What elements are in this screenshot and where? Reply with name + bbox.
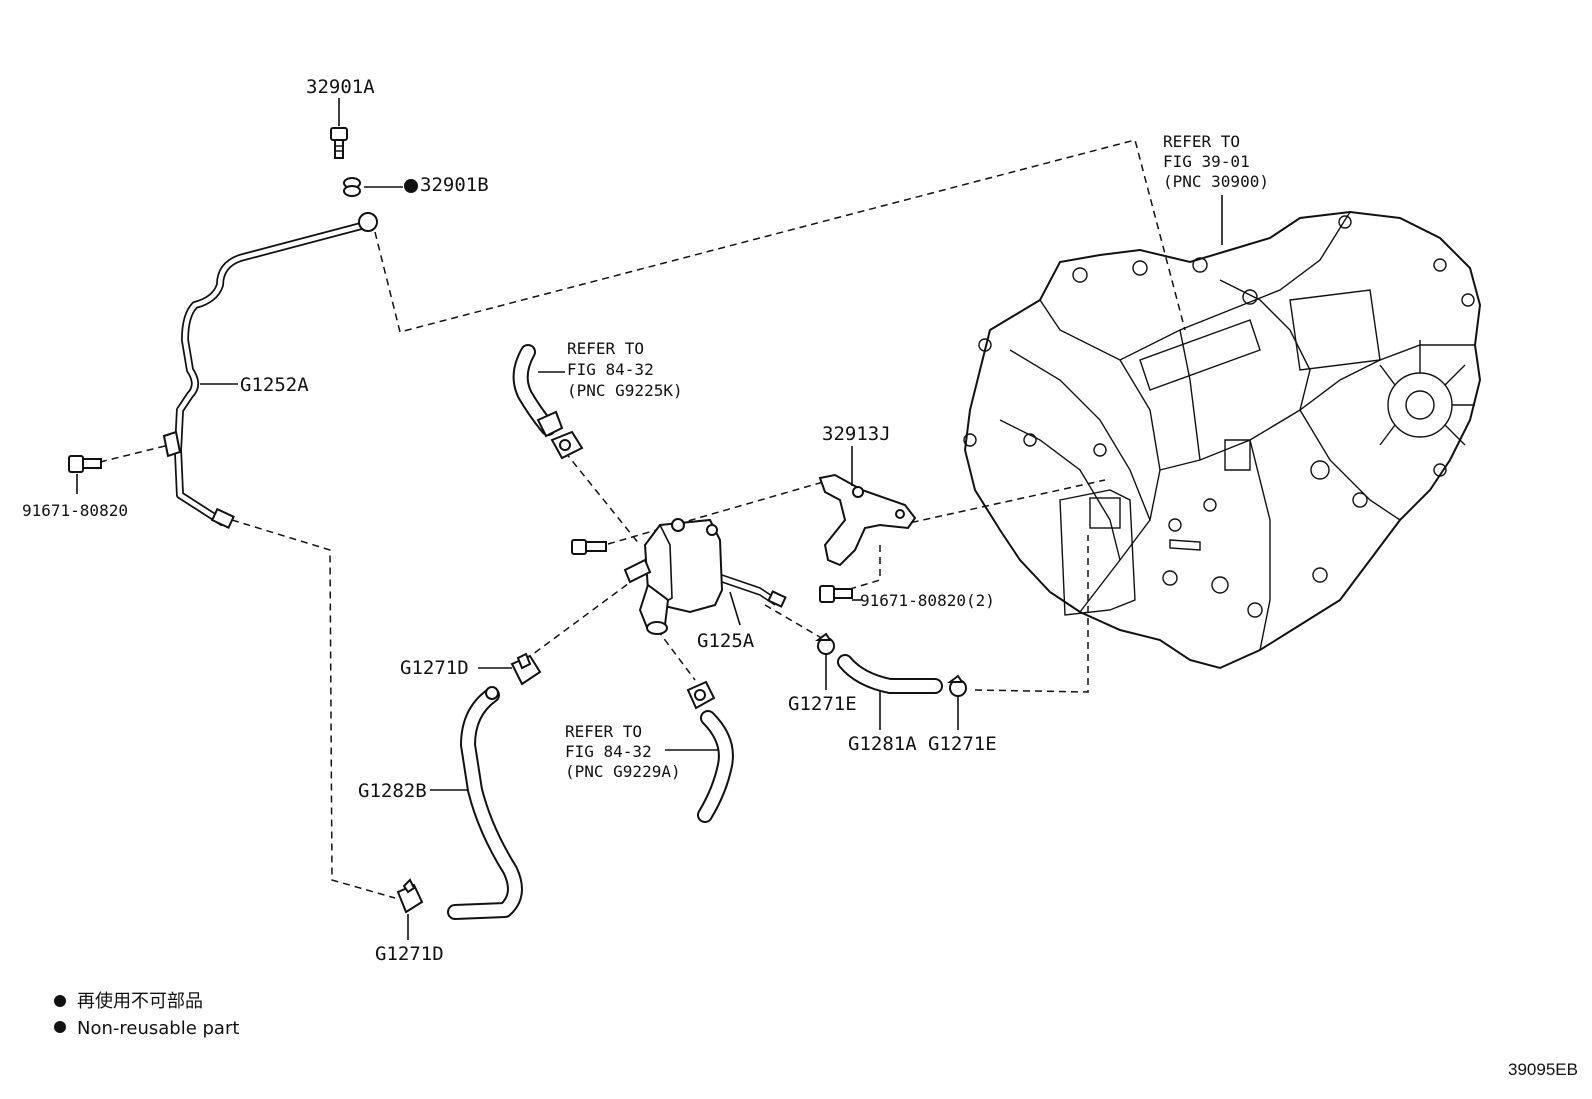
label-refer2-line1: REFER TO	[567, 339, 644, 358]
label-32901A: 32901A	[306, 76, 375, 98]
label-G1271E-right: G1271E	[928, 733, 997, 755]
label-32913J: 32913J	[822, 423, 891, 445]
label-91671-80820-2: 91671-80820(2)	[860, 591, 995, 610]
hose-G1282B	[430, 686, 523, 920]
legend-bullet-1	[54, 995, 66, 1007]
clamp-G1271E-right	[947, 674, 967, 730]
label-G1271D-lower: G1271D	[375, 943, 444, 965]
legend-line-japanese: 再使用不可部品	[77, 991, 203, 1012]
gasket-32901B	[343, 177, 418, 197]
bolt-91671-80820-left	[68, 455, 102, 494]
label-refer1-line3: (PNC 30900)	[1163, 172, 1269, 191]
clamp-G1271D-lower	[396, 878, 424, 940]
bolt-oil-cooler	[571, 539, 607, 555]
bracket-32913J	[818, 446, 917, 567]
label-refer1-line2: FIG 39-01	[1163, 152, 1250, 171]
label-G1281A: G1281A	[848, 733, 917, 755]
bolt-32901A	[330, 127, 348, 159]
clamp-G1271E-left	[815, 632, 835, 690]
label-G1271D-upper: G1271D	[400, 657, 469, 679]
label-G1271E-left: G1271E	[788, 693, 857, 715]
clamp-upper	[550, 430, 584, 460]
label-G125A: G125A	[697, 630, 755, 652]
label-refer2-line3: (PNC G9225K)	[567, 381, 683, 400]
label-refer2-line2: FIG 84-32	[567, 360, 654, 379]
transaxle-assembly	[963, 210, 1482, 670]
label-91671-80820: 91671-80820	[22, 501, 128, 520]
label-32901B: 32901B	[420, 174, 489, 196]
label-refer3-line2: FIG 84-32	[565, 742, 652, 761]
legend-line-english: Non-reusable part	[77, 1018, 239, 1039]
hose-ref-G9229A	[665, 710, 734, 823]
legend: 再使用不可部品 Non-reusable part	[54, 991, 239, 1039]
clamp-lower-cooler	[686, 680, 716, 710]
hose-G1281A	[837, 654, 943, 730]
bolt-91671-80820-2	[819, 585, 862, 603]
label-refer3-line1: REFER TO	[565, 722, 642, 741]
legend-bullet-2	[54, 1021, 66, 1033]
clamp-G1271D-upper	[478, 652, 542, 686]
label-G1282B: G1282B	[358, 780, 427, 802]
label-G1252A: G1252A	[240, 374, 309, 396]
label-refer1-line1: REFER TO	[1163, 132, 1240, 151]
hose-ref-G9225K	[512, 344, 565, 438]
label-refer3-line3: (PNC G9229A)	[565, 762, 681, 781]
non-reusable-marker	[404, 179, 418, 193]
oil-cooler-G125A	[623, 518, 787, 635]
diagram-code: 39095EB	[1508, 1060, 1578, 1079]
pipe-G1252A	[162, 212, 378, 529]
